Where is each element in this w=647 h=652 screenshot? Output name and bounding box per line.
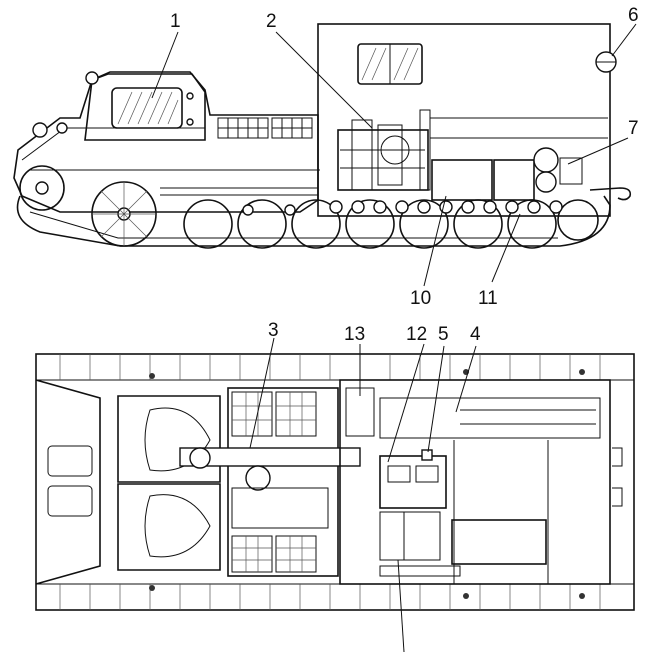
cab-bolt-2 xyxy=(186,118,194,126)
suspension-bar xyxy=(160,187,318,196)
battery-box xyxy=(431,159,493,201)
side-leaders xyxy=(151,23,637,287)
seat-left xyxy=(117,395,221,483)
van-body xyxy=(317,23,611,217)
drive-sprocket xyxy=(19,165,65,211)
top-track-lower xyxy=(35,583,635,611)
top-leaders xyxy=(249,337,477,652)
callout-2: 2 xyxy=(266,11,277,32)
front-hatch-2 xyxy=(47,485,93,517)
work-table xyxy=(451,519,547,565)
rear-compartment xyxy=(339,379,611,585)
rear-hinges xyxy=(612,447,623,507)
callout-10: 10 xyxy=(410,288,431,309)
hull-bolts xyxy=(149,369,585,599)
cable-reel xyxy=(533,147,559,173)
upper-track-links xyxy=(59,354,601,380)
drive-shaft xyxy=(179,447,361,467)
side-view xyxy=(13,23,637,287)
callout-1: 1 xyxy=(170,11,181,32)
control-panel-face xyxy=(387,465,411,483)
box-5 xyxy=(421,449,433,461)
cab-window-hatch xyxy=(117,91,179,125)
shelf-unit-4 xyxy=(379,397,601,439)
callout-12: 12 xyxy=(406,324,427,345)
front-hatch xyxy=(47,445,93,477)
machine-frame xyxy=(337,129,429,191)
seat-right xyxy=(117,483,221,571)
track-inner xyxy=(29,211,558,239)
callout-7: 7 xyxy=(628,118,639,139)
interior-machinery xyxy=(337,109,431,191)
front-hook xyxy=(32,122,48,138)
front-nose xyxy=(35,379,101,585)
headlight xyxy=(85,71,99,85)
callout-6: 6 xyxy=(628,5,639,26)
callout-11: 11 xyxy=(478,288,498,309)
rear-tow-hook xyxy=(589,187,632,201)
floor-rail xyxy=(379,565,461,577)
engine-compartment xyxy=(179,387,361,577)
engine-grille xyxy=(217,117,313,139)
shelf-rails xyxy=(460,409,596,425)
sprocket-hub xyxy=(35,181,49,195)
reel-housing xyxy=(559,157,583,185)
callout-4: 4 xyxy=(470,324,481,345)
seat-cushion-2 xyxy=(144,494,211,558)
road-wheels xyxy=(91,181,599,249)
battery-box-2 xyxy=(493,159,535,201)
cab xyxy=(84,73,206,141)
track-rollers xyxy=(242,200,563,216)
lower-track-links xyxy=(59,584,601,610)
cab-window xyxy=(111,87,183,129)
callout-5: 5 xyxy=(438,324,449,345)
top-track-upper xyxy=(35,353,635,381)
cab-bolt xyxy=(186,92,194,100)
top-view xyxy=(35,337,635,652)
control-box-12 xyxy=(379,455,447,509)
track-outline xyxy=(16,195,611,247)
callout-3: 3 xyxy=(268,320,279,341)
callout-13: 13 xyxy=(344,324,365,345)
hull-outline xyxy=(13,71,319,213)
van-window-hatch xyxy=(361,47,419,81)
control-panel-face-2 xyxy=(415,465,439,483)
front-light xyxy=(56,122,68,134)
hull-upper-line xyxy=(21,127,205,161)
callout-labels: 1 2 6 7 10 11 3 13 12 5 4 xyxy=(170,5,639,345)
cable-reel-2 xyxy=(535,171,557,193)
drawer-unit xyxy=(379,511,441,561)
